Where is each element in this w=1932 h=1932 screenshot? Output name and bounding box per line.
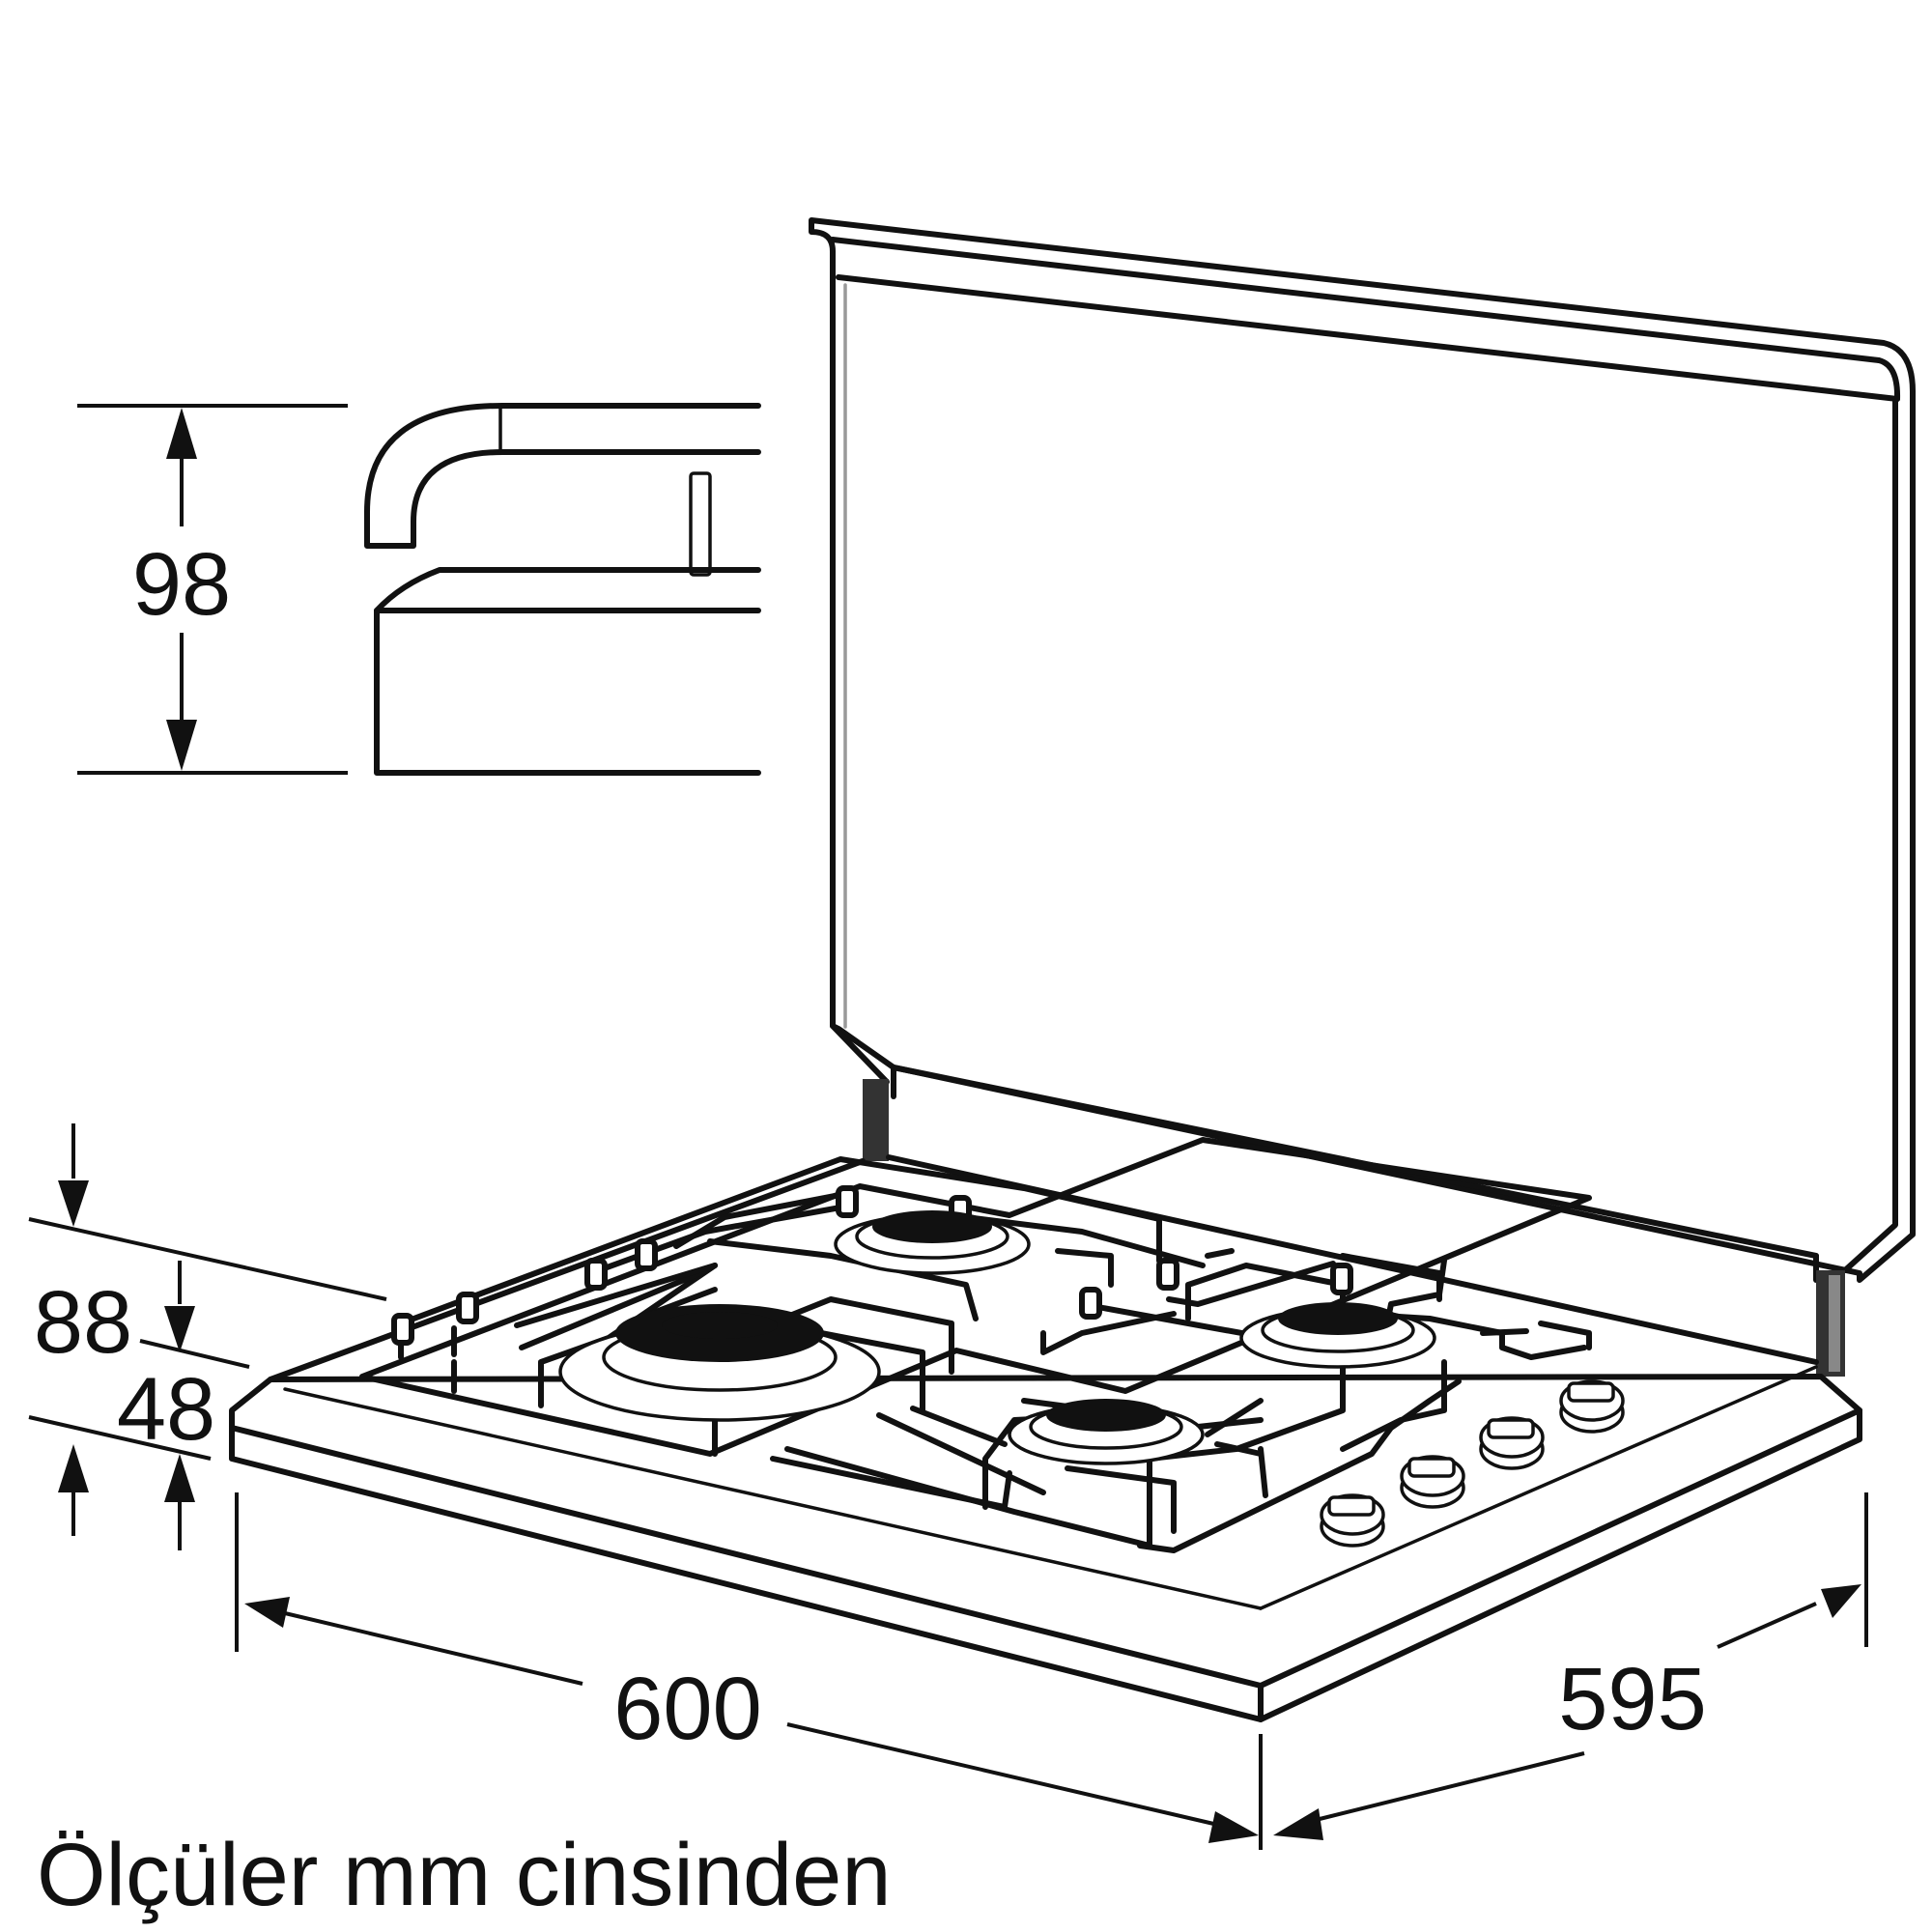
knob-4 — [1559, 1379, 1625, 1434]
knob-1 — [1320, 1493, 1385, 1548]
grate-joints — [391, 1185, 1353, 1346]
burners — [558, 1210, 1436, 1465]
width-label: 600 — [613, 1660, 762, 1758]
burner-rear-left — [834, 1210, 1031, 1275]
burner-large — [558, 1304, 881, 1422]
burner-front — [1008, 1399, 1205, 1465]
knob-2 — [1400, 1455, 1465, 1509]
units-caption: Ölçüler mm cinsinden — [37, 1826, 892, 1924]
depth-label: 595 — [1558, 1650, 1707, 1748]
cover-height-label: 98 — [132, 535, 231, 634]
burner-rear-right — [1239, 1302, 1436, 1369]
lid — [809, 217, 1916, 1377]
width-depth-dimension-lines — [235, 1492, 1868, 1850]
knob-3 — [1479, 1416, 1545, 1470]
total-height-label: 88 — [34, 1273, 132, 1372]
height-dimension-lines — [28, 1123, 387, 1550]
hob-height-label: 48 — [117, 1360, 215, 1459]
lid-profile-detail — [77, 403, 761, 776]
control-knobs — [1320, 1379, 1625, 1548]
